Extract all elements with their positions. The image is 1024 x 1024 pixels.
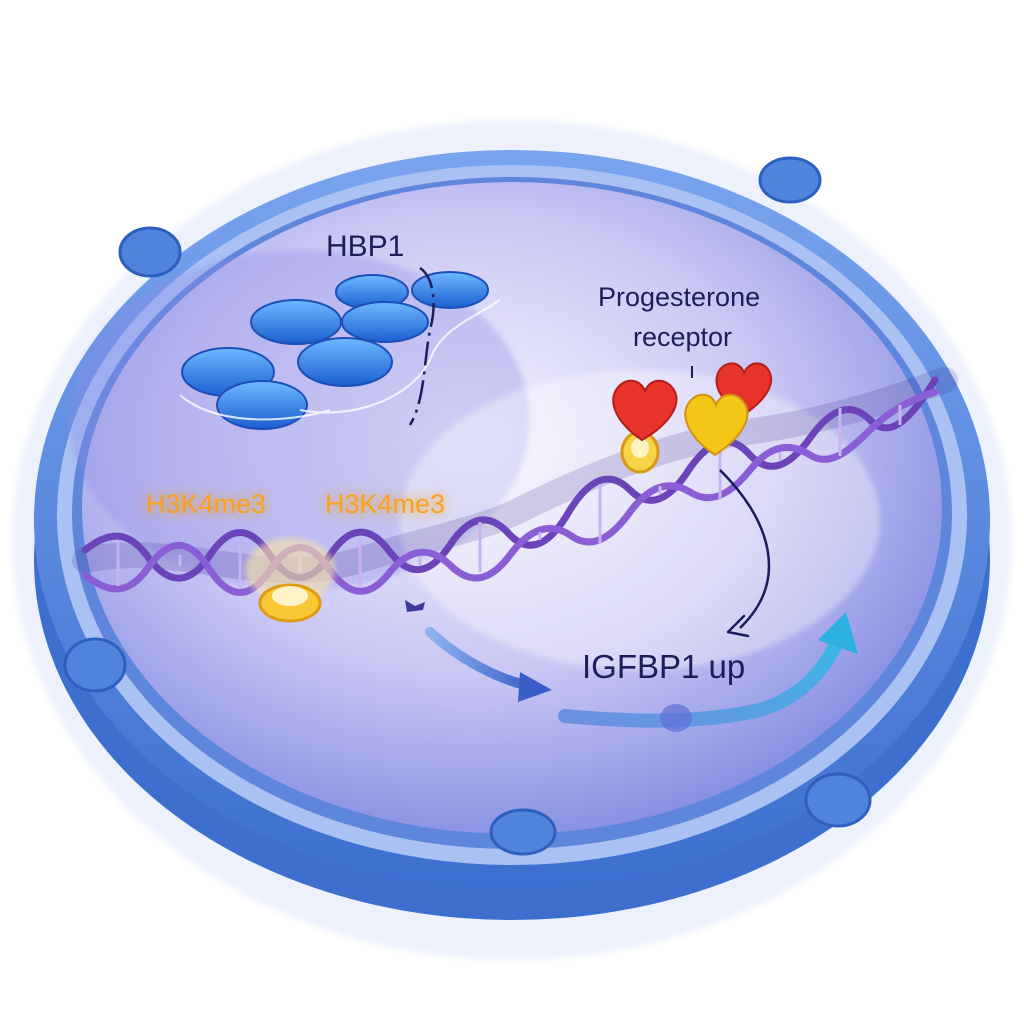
hbp1-subunit xyxy=(341,301,429,343)
hbp1-subunit xyxy=(216,380,308,430)
hbp1-subunit xyxy=(297,337,393,387)
dna-backbone-shadow xyxy=(72,367,958,583)
nuclear-pore xyxy=(118,226,182,278)
progesterone-receptor-complex xyxy=(612,362,772,474)
nuclear-pore xyxy=(758,156,822,204)
dna-strand-a xyxy=(81,376,939,582)
activation-arrowhead xyxy=(726,614,750,638)
transcription-arrow xyxy=(425,627,552,702)
dna-strand-b xyxy=(81,388,939,596)
hbp1-subunit xyxy=(411,271,489,309)
nuclear-pores xyxy=(63,156,872,856)
h3k4me3-label-right: H3K4me3 xyxy=(325,489,445,519)
hbp1-protein-cluster xyxy=(179,266,501,430)
h3k4me3-glow xyxy=(245,538,335,602)
dna-base-pairs xyxy=(116,405,902,588)
nuclear-pore xyxy=(489,808,557,856)
histone-tag xyxy=(405,600,425,612)
dna-double-helix xyxy=(72,367,958,596)
ribosome-burst xyxy=(660,704,692,732)
heart-icon xyxy=(612,379,678,442)
h3k4me3-marks xyxy=(245,538,425,623)
hbp1-swirl xyxy=(179,299,501,421)
heart-icon xyxy=(684,393,749,457)
up-arrowhead xyxy=(818,612,858,654)
progesterone-receptor-label-line1: Progesterone xyxy=(598,282,760,312)
ring-icon-hole xyxy=(631,438,649,458)
transcript-arrowhead xyxy=(518,672,552,702)
h3k4me3-label-left: H3K4me3 xyxy=(146,489,266,519)
nucleoplasm-highlight xyxy=(400,370,880,670)
ring-icon-hole xyxy=(272,586,308,606)
nuclear-pore xyxy=(804,772,872,828)
progesterone-receptor-label-line2: receptor xyxy=(633,322,732,352)
nuclear-pore xyxy=(63,637,127,693)
mrna-strand xyxy=(558,633,845,728)
activation-arrow xyxy=(719,469,771,629)
hbp1-leader-line xyxy=(408,266,435,426)
igfbp1-mrna xyxy=(558,612,858,732)
hbp1-subunit xyxy=(250,299,342,345)
igfbp1-label: IGFBP1 up xyxy=(582,648,745,685)
hbp1-label: HBP1 xyxy=(326,230,404,263)
